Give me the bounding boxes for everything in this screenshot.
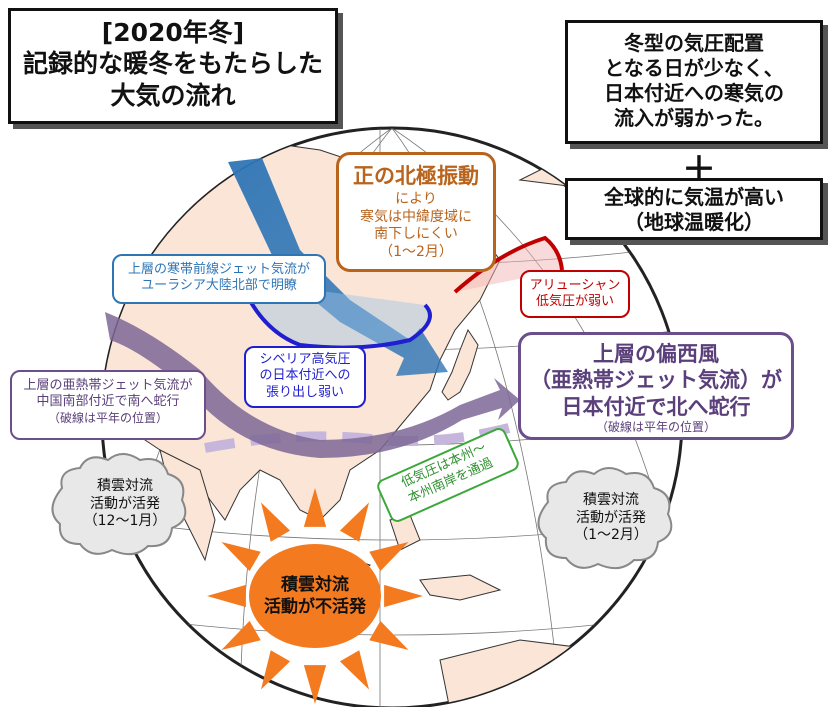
- cloud-left-line1: 積雲対流: [70, 478, 180, 496]
- aleutian-line2: 低気圧が弱い: [522, 294, 628, 310]
- ao-title: 正の北極振動: [339, 163, 493, 189]
- summary-bottom-line2: （地球温暖化）: [568, 210, 820, 235]
- summary-top-box: 冬型の気圧配置 となる日が少なく、 日本付近への寒気の 流入が弱かった。: [565, 20, 823, 144]
- summary-bottom-box: 全球的に気温が高い （地球温暖化）: [565, 178, 823, 240]
- ao-line2: 寒気は中緯度域に: [339, 209, 493, 227]
- sun-line2: 活動が不活発: [255, 596, 375, 618]
- subtropical-jet-left-label: 上層の亜熱帯ジェット気流が 中国南部付近で南へ蛇行 （破線は平年の位置）: [10, 370, 206, 440]
- title-box: [2020年冬] 記録的な暖冬をもたらした 大気の流れ: [8, 8, 338, 124]
- siberian-high-label: シベリア高気圧 の日本付近への 張り出し弱い: [244, 346, 366, 408]
- cloud-right-line3: （1～2月）: [556, 527, 666, 545]
- westerly-label: 上層の偏西風 （亜熱帯ジェット気流）が 日本付近で北へ蛇行 （破線は平年の位置）: [518, 332, 794, 440]
- cloud-left-text: 積雲対流 活動が活発 （12～1月）: [70, 478, 180, 531]
- sun-line1: 積雲対流: [255, 574, 375, 596]
- title-line1: [2020年冬]: [11, 17, 335, 48]
- summary-bottom-line1: 全球的に気温が高い: [568, 185, 820, 210]
- arctic-oscillation-box: 正の北極振動 により 寒気は中緯度域に 南下しにくい （1～2月）: [336, 152, 496, 272]
- ao-line3: 南下しにくい: [339, 226, 493, 244]
- aleutian-line1: アリューシャン: [522, 278, 628, 294]
- title-line2: 記録的な暖冬をもたらした: [11, 48, 335, 79]
- summary-top-line4: 流入が弱かった。: [568, 106, 820, 131]
- polar-jet-line2: ユーラシア大陸北部で明瞭: [114, 278, 324, 294]
- ao-line1: により: [339, 191, 493, 209]
- cloud-left-line2: 活動が活発: [70, 496, 180, 514]
- westerly-note: （破線は平年の位置）: [521, 420, 791, 435]
- siberian-line2: の日本付近への: [246, 368, 364, 384]
- westerly-line2: （亜熱帯ジェット気流）が: [521, 367, 791, 393]
- cloud-right-line2: 活動が活発: [556, 510, 666, 528]
- westerly-line1: 上層の偏西風: [521, 341, 791, 367]
- aleutian-low-label: アリューシャン 低気圧が弱い: [520, 270, 630, 318]
- sun-text: 積雲対流 活動が不活発: [255, 574, 375, 618]
- siberian-line3: 張り出し弱い: [246, 385, 364, 401]
- summary-top-line3: 日本付近への寒気の: [568, 81, 820, 106]
- cloud-right-line1: 積雲対流: [556, 492, 666, 510]
- polar-jet-line1: 上層の寒帯前線ジェット気流が: [114, 262, 324, 278]
- subtrop-left-line2: 中国南部付近で南へ蛇行: [12, 394, 204, 410]
- subtrop-left-line1: 上層の亜熱帯ジェット気流が: [12, 378, 204, 394]
- cloud-right-text: 積雲対流 活動が活発 （1～2月）: [556, 492, 666, 545]
- title-line3: 大気の流れ: [11, 80, 335, 111]
- summary-top-line2: となる日が少なく、: [568, 56, 820, 81]
- summary-top-line1: 冬型の気圧配置: [568, 31, 820, 56]
- ao-line4: （1～2月）: [339, 244, 493, 262]
- siberian-line1: シベリア高気圧: [246, 352, 364, 368]
- polar-jet-label: 上層の寒帯前線ジェット気流が ユーラシア大陸北部で明瞭: [112, 254, 326, 304]
- subtrop-left-note: （破線は平年の位置）: [12, 411, 204, 426]
- cloud-left-line3: （12～1月）: [70, 513, 180, 531]
- westerly-line3: 日本付近で北へ蛇行: [521, 394, 791, 420]
